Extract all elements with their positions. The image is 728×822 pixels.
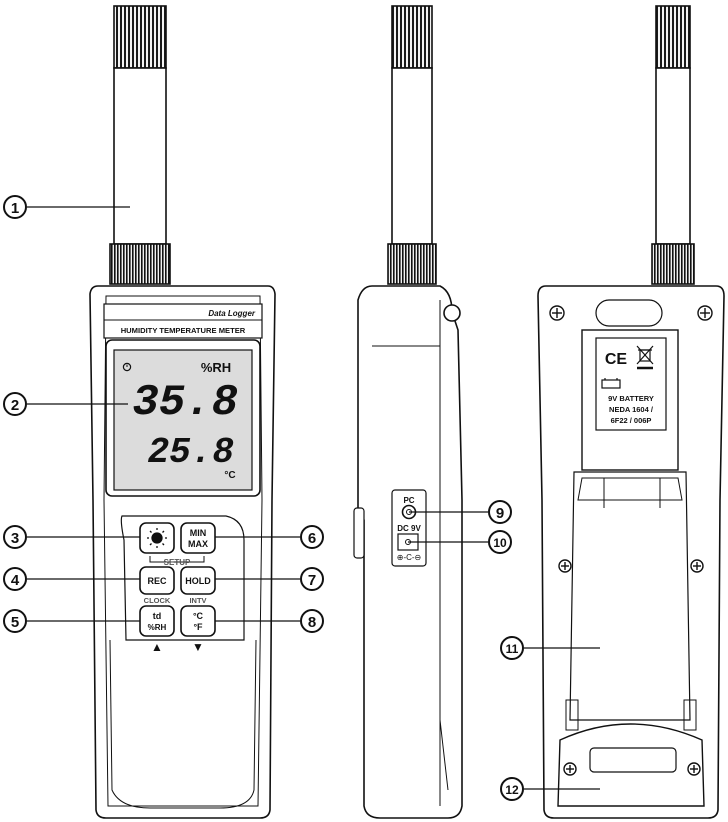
- battery-text-2: NEDA 1604 /: [609, 405, 654, 414]
- callout-12: 12: [500, 777, 524, 801]
- callout-number: 1: [11, 200, 19, 217]
- battery-text-1: 9V BATTERY: [608, 394, 654, 403]
- rec-label: REC: [147, 576, 167, 586]
- hold-button[interactable]: [180, 566, 216, 595]
- screw-icon: [558, 559, 572, 573]
- fahrenheit-label: °F: [193, 622, 203, 632]
- callout-number: 12: [505, 783, 519, 797]
- front-header-band: [103, 303, 263, 339]
- hold-label: HOLD: [185, 576, 211, 586]
- intv-label: INTV: [189, 596, 206, 605]
- td-label: td: [153, 611, 162, 621]
- back-side-rail-right: [683, 699, 697, 731]
- callout-markers: 1 2 3 4 5 6 7 8: [3, 195, 524, 801]
- battery-label-panel: [595, 337, 667, 431]
- callout-1: 1: [3, 195, 27, 219]
- callout-number: 6: [308, 530, 316, 547]
- screw-icon: [687, 762, 701, 776]
- callout-8: 8: [300, 609, 324, 633]
- back-foot-slot: [589, 747, 677, 773]
- celsius-label: °C: [193, 611, 204, 621]
- front-probe-collar: [109, 243, 171, 285]
- callout-number: 10: [493, 536, 507, 550]
- side-probe-stem: [391, 67, 433, 245]
- side-grip-bump: [353, 507, 365, 559]
- rec-button[interactable]: [139, 566, 175, 595]
- callout-11: 11: [500, 636, 524, 660]
- max-label: MAX: [188, 539, 208, 549]
- lcd-unit-top: %RH: [201, 360, 231, 375]
- stand-inner: [577, 477, 683, 501]
- min-max-button[interactable]: [180, 522, 216, 554]
- front-probe-stem: [113, 67, 167, 245]
- callout-number: 2: [11, 397, 19, 414]
- side-view: [353, 5, 463, 819]
- lcd-unit-bottom: °C: [224, 470, 235, 481]
- callout-2: 2: [3, 392, 27, 416]
- rh-label: %RH: [148, 623, 167, 632]
- ce-mark: CE: [605, 351, 628, 368]
- clock-label: CLOCK: [144, 596, 171, 605]
- front-lcd: [113, 349, 253, 491]
- side-probe-vent: [391, 5, 433, 69]
- screw-icon: [697, 305, 713, 321]
- header-brand: Data Logger: [208, 309, 256, 318]
- dc-label: DC 9V: [397, 524, 421, 533]
- front-lower-contour: [109, 639, 257, 809]
- side-probe-collar: [387, 243, 437, 285]
- polarity-icon: ⊕-C-⊖: [397, 553, 422, 562]
- min-label: MIN: [190, 528, 207, 538]
- setup-label: SETUP: [164, 558, 191, 567]
- stand-outline: [569, 471, 691, 721]
- callout-7: 7: [300, 567, 324, 591]
- screw-icon: [563, 762, 577, 776]
- front-probe-vent: [113, 5, 167, 69]
- front-view: [89, 5, 276, 819]
- side-lower-contour: [439, 719, 449, 791]
- down-arrow-icon: ▼: [192, 640, 204, 654]
- front-body-inner-edge: [103, 295, 263, 807]
- sun-backlight-icon: [147, 528, 167, 548]
- pc-label: PC: [403, 496, 414, 505]
- callout-4: 4: [3, 567, 27, 591]
- timer-icon: [122, 362, 132, 372]
- back-probe-collar: [651, 243, 695, 285]
- up-arrow-icon: ▲: [151, 640, 163, 654]
- callout-number: 3: [11, 530, 19, 547]
- lcd-humidity-value: 35.8: [132, 378, 238, 428]
- back-top-slot: [595, 299, 663, 327]
- battery-text-3: 6F22 / 006P: [611, 416, 652, 425]
- callout-5: 5: [3, 609, 27, 633]
- back-side-rail-left: [565, 699, 579, 731]
- setup-bracket: [149, 556, 205, 563]
- back-probe-vent: [655, 5, 691, 69]
- callout-number: 9: [496, 505, 504, 522]
- callout-lines: [27, 206, 600, 790]
- battery-symbol-icon: [601, 378, 621, 389]
- back-foot-panel: [557, 723, 705, 807]
- screw-icon: [690, 559, 704, 573]
- callout-number: 11: [506, 642, 519, 656]
- callout-number: 5: [11, 614, 19, 631]
- back-probe-stem: [655, 67, 691, 245]
- side-strap-loop: [443, 304, 461, 322]
- lcd-temperature-value: 25.8: [148, 432, 234, 473]
- back-view: [537, 5, 725, 819]
- callout-3: 3: [3, 525, 27, 549]
- callout-number: 7: [308, 572, 316, 589]
- weee-bin-icon: [636, 345, 654, 370]
- header-title: HUMIDITY TEMPERATURE METER: [121, 326, 246, 335]
- callout-9: 9: [488, 500, 512, 524]
- callout-number: 8: [308, 614, 316, 631]
- callout-10: 10: [488, 530, 512, 554]
- screw-icon: [549, 305, 565, 321]
- front-keypad-panel: [120, 515, 245, 641]
- callout-6: 6: [300, 525, 324, 549]
- callout-number: 4: [11, 572, 20, 589]
